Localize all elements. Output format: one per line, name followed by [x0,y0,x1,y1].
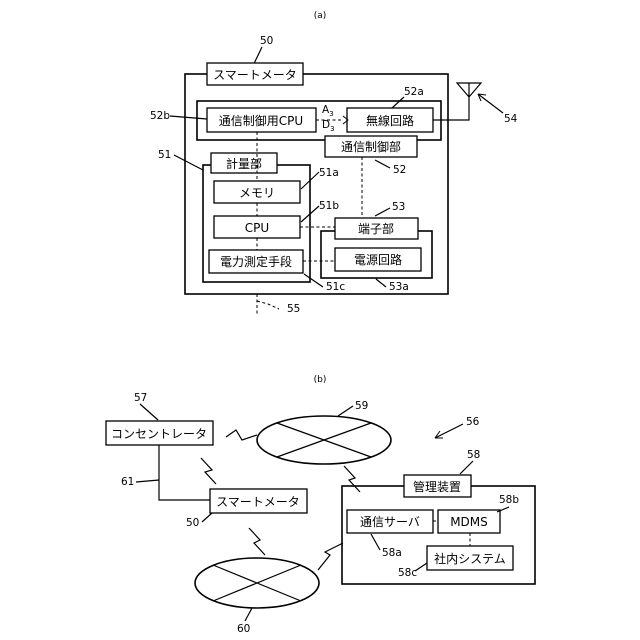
ref-net59: 59 [355,400,368,412]
power-meas-label: 電力測定手段 [220,254,292,269]
ref-mdms: 58b [499,494,519,506]
ref-concentrator: 57 [134,392,147,404]
ref-line55: 55 [287,303,300,315]
comm-ctrl-label: 通信制御部 [341,139,401,154]
wireless-conc-meter [201,458,216,484]
comm-cpu-label: 通信制御用CPU [219,113,303,128]
terminal-label: 端子部 [358,221,394,236]
ref-measure: 51 [158,149,171,161]
ref-comm-ctrl: 52 [393,164,406,176]
power-circuit-label: 電源回路 [354,252,402,267]
ref-mgmt: 58 [467,449,480,461]
ref-net60: 60 [237,623,250,635]
leader-mgmt [460,461,473,474]
leader-net59 [338,406,353,416]
ref-meter: 50 [260,35,273,47]
ref-system: 56 [466,416,480,428]
ref-cpu: 51b [319,200,339,212]
ref-internal: 58c [398,567,417,579]
cpu-label: CPU [245,221,269,235]
leader-concentrator [140,404,158,420]
memory-label: メモリ [239,186,275,200]
ref-comm-server: 58a [382,547,402,559]
antenna-icon [457,83,481,97]
smart-meter-b-label: スマートメータ [216,495,300,509]
mdms-label: MDMS [450,515,488,529]
wireless-conc-net59 [226,430,257,440]
wireless-net60-server [318,543,343,570]
meter-title: スマートメータ [213,68,297,82]
leader-net60 [245,608,252,621]
ref-antenna: 54 [504,113,518,125]
caption-b: (b) [314,375,327,385]
ref-radio: 52a [404,86,424,98]
caption-a: (a) [314,11,327,21]
line-61 [159,445,210,500]
comm-server-label: 通信サーバ [360,515,420,529]
ref-memory: 51a [319,167,339,179]
ref-terminal: 53 [392,201,405,213]
leader-line61 [136,480,159,482]
concentrator-label: コンセントレータ [111,427,207,441]
leader-antenna [478,94,503,113]
wireless-meter-net60 [249,528,265,555]
internal-system-label: 社内システム [434,551,506,566]
leader-line55 [257,301,279,309]
leader-system [435,424,463,438]
leader-meter-b [202,513,212,522]
ref-meter-b: 50 [186,517,199,529]
ref-power-circuit: 53a [389,281,409,293]
radio-label: 無線回路 [366,113,414,128]
ref-comm-cpu: 52b [150,110,170,122]
measure-label: 計量部 [226,156,262,171]
management-label: 管理装置 [413,479,461,494]
ref-power-meas: 51c [326,281,345,293]
ref-line61: 61 [121,476,134,488]
